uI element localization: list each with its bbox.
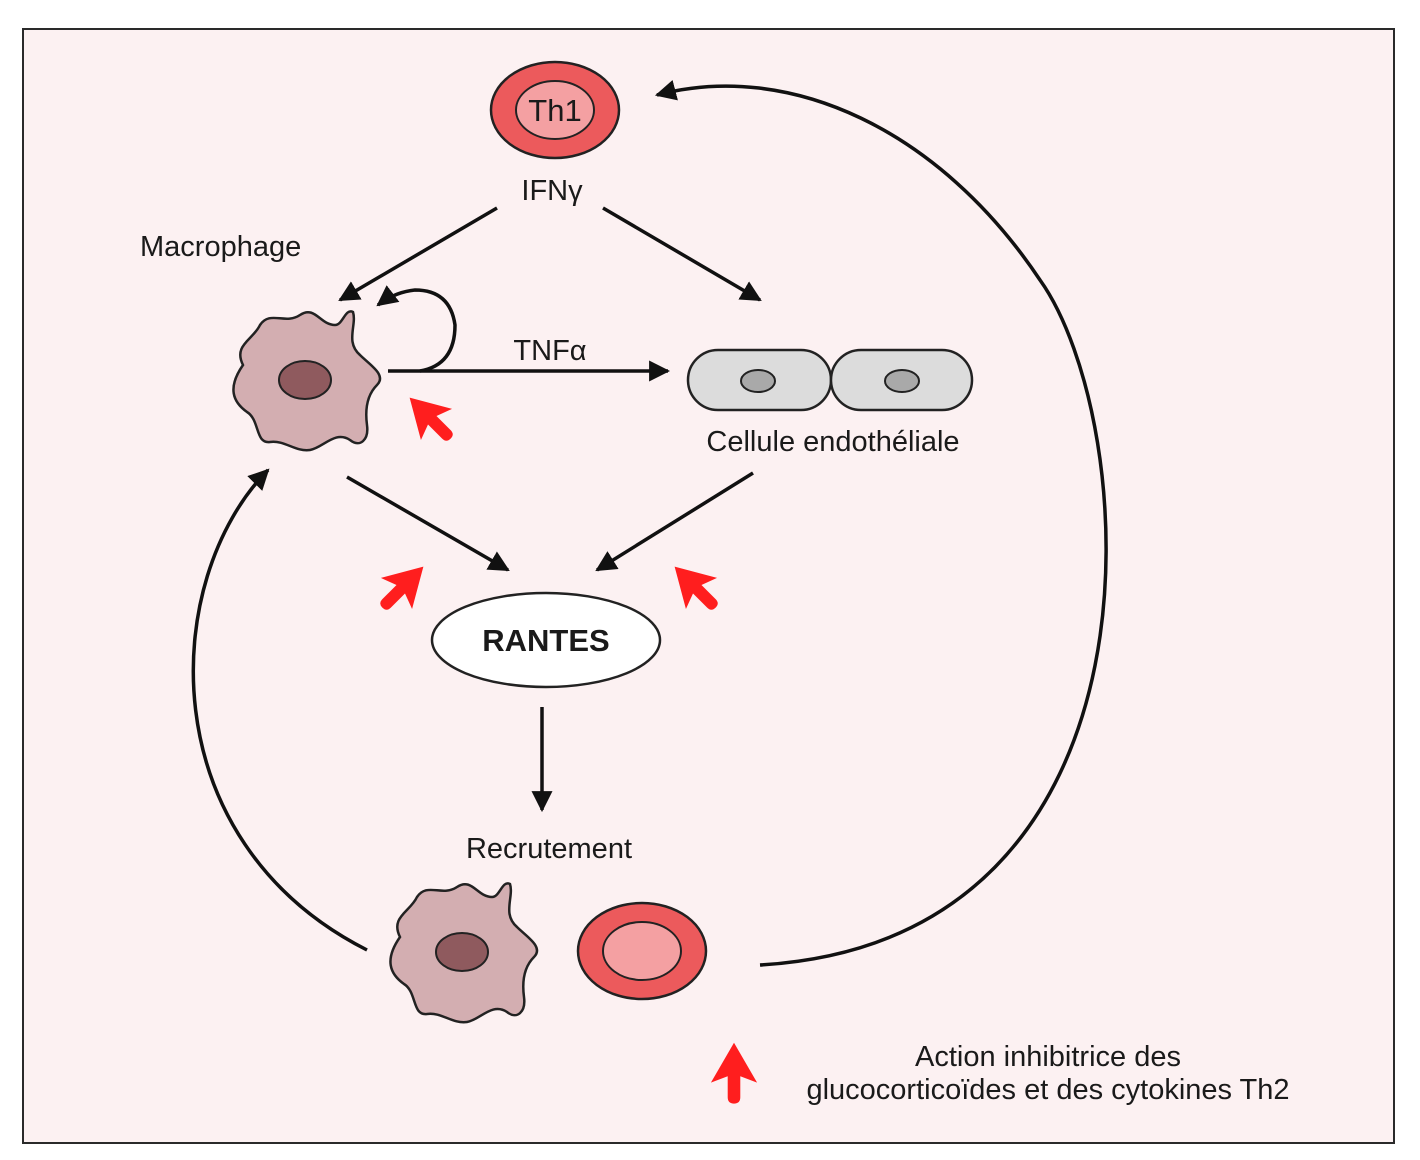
th1-nucleus bbox=[602, 921, 682, 981]
rantes-ellipse bbox=[430, 591, 662, 689]
endothelial-label: Cellule endothéliale bbox=[706, 426, 959, 458]
th1-cell-top: Th1 bbox=[489, 60, 621, 160]
tnf-alpha-label: TNFα bbox=[513, 335, 586, 367]
red-up-arrow-icon bbox=[710, 1042, 758, 1104]
macrophage-cell-top bbox=[232, 310, 382, 452]
figure-frame bbox=[22, 28, 1395, 1144]
arrow-ifn-to-endothelial bbox=[602, 206, 762, 302]
arrow-recruited-to-macrophage bbox=[191, 468, 368, 952]
arrow-autocrine-loop bbox=[376, 285, 457, 373]
rantes-node: RANTES bbox=[430, 591, 662, 689]
endothelial-nucleus-left bbox=[740, 369, 776, 393]
macrophage-cell-bottom bbox=[389, 882, 539, 1024]
macrophage-label: Macrophage bbox=[140, 231, 301, 263]
inhibition-arrow-icon bbox=[366, 551, 439, 624]
legend: Action inhibitrice des glucocorticoïdes … bbox=[710, 1041, 1290, 1106]
th1-cell-bottom bbox=[576, 901, 708, 1001]
arrow-macrophage-to-rantes bbox=[346, 475, 510, 572]
endothelial-cells bbox=[686, 348, 974, 412]
legend-line-2: glucocorticoïdes et des cytokines Th2 bbox=[806, 1074, 1289, 1106]
arrow-endothelial-to-rantes bbox=[595, 471, 754, 572]
recruitment-label: Recrutement bbox=[466, 833, 632, 865]
th1-nucleus bbox=[515, 80, 595, 140]
ifn-gamma-label: IFNγ bbox=[521, 175, 583, 207]
legend-line-1: Action inhibitrice des bbox=[915, 1041, 1181, 1073]
inhibition-arrow-icon bbox=[394, 382, 467, 455]
macrophage-nucleus bbox=[278, 360, 332, 400]
arrow-ifn-to-macrophage bbox=[338, 206, 498, 302]
endothelial-nucleus-right bbox=[884, 369, 920, 393]
rantes-label: RANTES bbox=[482, 623, 609, 658]
macrophage-nucleus bbox=[435, 932, 489, 972]
th1-top-label: Th1 bbox=[528, 93, 581, 128]
arrow-recruited-to-th1 bbox=[654, 80, 1108, 967]
inhibition-arrow-icon bbox=[659, 551, 732, 624]
